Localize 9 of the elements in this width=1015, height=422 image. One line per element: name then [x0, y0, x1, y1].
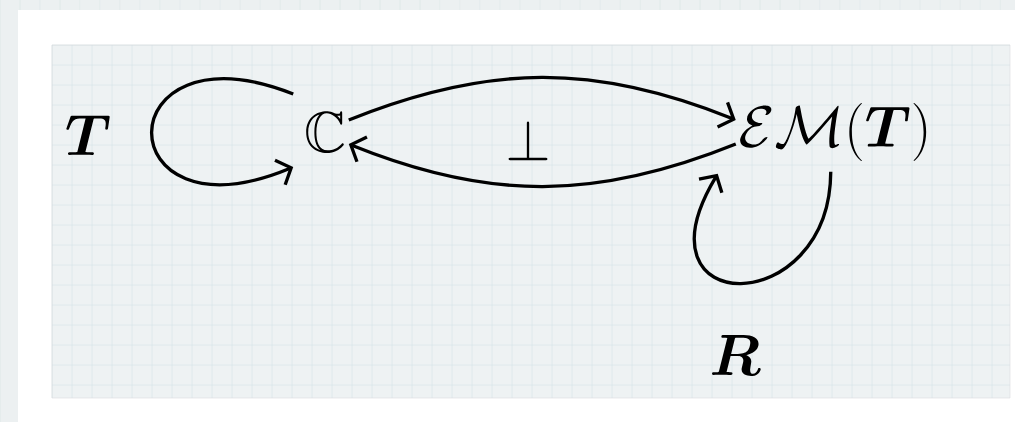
- edge-label: $\boldsymbol{R}$: [712, 335, 761, 376]
- edge-label: $\boldsymbol{T}$: [66, 115, 110, 155]
- math-object: $\mathbb{C}$: [306, 111, 344, 154]
- arrow: [348, 135, 737, 189]
- math-object: $\mathcal{E}\mathcal{M}(\boldsymbol{T})$: [740, 103, 927, 162]
- loop-arrow: [150, 77, 294, 186]
- adjunction-symbol: $\perp$: [508, 121, 548, 161]
- arrow: [348, 75, 736, 129]
- loop-arrow: [693, 171, 833, 286]
